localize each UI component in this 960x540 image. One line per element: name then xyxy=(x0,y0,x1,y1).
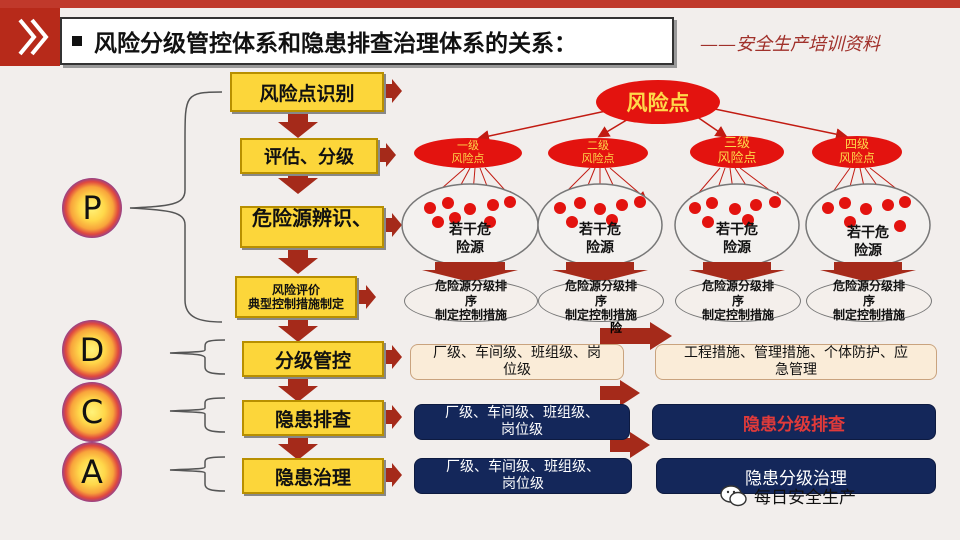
step-hazard-treatment: 隐患治理 xyxy=(242,458,384,494)
hazard-bursts xyxy=(424,196,911,232)
hazard-label-2: 若干危 险源 xyxy=(579,222,621,256)
title-box: 风险分级管控体系和隐患排查治理体系的关系： xyxy=(60,17,674,65)
wechat-icon xyxy=(720,484,747,506)
a-bracket xyxy=(169,456,226,492)
control-line-1: 危险源分级排 xyxy=(564,279,637,294)
pdca-c-circle: C xyxy=(62,382,122,442)
c-right-inspection: 隐患分级排查 xyxy=(652,404,936,440)
step-arrows xyxy=(278,110,318,460)
a-right-treatment: 隐患分级治理 xyxy=(656,458,936,494)
title-bullet xyxy=(72,36,82,46)
c-bracket xyxy=(169,397,226,433)
control-ellipse-3: 危险源分级排 序 制定控制措施 xyxy=(675,279,801,323)
step-risk-identification: 风险点识别 xyxy=(230,72,384,112)
step-hazard-inspection: 隐患排查 xyxy=(242,400,384,436)
page-title: 风险分级管控体系和隐患排查治理体系的关系： xyxy=(94,31,577,57)
p-bracket xyxy=(129,91,223,323)
right-arrows xyxy=(356,79,402,487)
c-left-levels: 厂级、车间级、班组级、 岗位级 xyxy=(414,404,630,440)
corner-decoration xyxy=(0,8,60,66)
risk-level-4: 四级 风险点 xyxy=(812,136,902,168)
control-line-2: 序 xyxy=(594,293,607,308)
step-risk-evaluation: 风险评价 典型控制措施制定 xyxy=(235,276,357,318)
hazard-down-arrows xyxy=(422,262,916,282)
risk-point-node: 风险点 xyxy=(596,80,720,124)
a-left-levels: 厂级、车间级、班组级、 岗位级 xyxy=(414,458,632,494)
control-line-2: 序 xyxy=(464,293,477,308)
d-left-levels: 厂级、车间级、班组级、岗 位级 xyxy=(410,344,624,380)
control-line-1: 危险源分级排 xyxy=(832,279,905,294)
d-bracket xyxy=(169,339,226,375)
control-line-3: 制定控制措施 xyxy=(564,308,637,323)
hazard-ellipses xyxy=(401,183,931,267)
watermark-text: 每日安全生产 xyxy=(754,488,856,508)
control-line-1: 危险源分级排 xyxy=(434,279,507,294)
risk-lines xyxy=(477,107,848,142)
pdca-a-circle: A xyxy=(62,442,122,502)
control-line-2: 序 xyxy=(862,293,875,308)
hazard-label-3: 若干危 险源 xyxy=(716,222,758,256)
control-ellipse-1: 危险源分级排 序 制定控制措施 xyxy=(404,279,538,323)
control-ellipse-2: 危险源分级排 序 制定控制措施 xyxy=(538,279,664,323)
watermark: 每日安全生产 xyxy=(720,483,856,508)
risk-level-1: 一级 风险点 xyxy=(414,138,522,168)
pdca-d-circle: D xyxy=(62,320,122,380)
control-ellipse-4: 危险源分级排 序 制定控制措施 xyxy=(806,279,932,323)
top-accent-bar xyxy=(0,0,960,8)
control-fragment: 险 xyxy=(610,321,623,335)
chevron-icon xyxy=(18,18,49,56)
control-line-3: 制定控制措施 xyxy=(701,308,774,323)
d-right-measures: 工程措施、管理措施、个体防护、应 急管理 xyxy=(655,344,937,380)
risk-level-2: 二级 风险点 xyxy=(548,138,648,168)
control-line-1: 危险源分级排 xyxy=(701,279,774,294)
step-assessment: 评估、分级 xyxy=(240,138,378,174)
hazard-label-4: 若干危 险源 xyxy=(847,225,889,259)
page-subtitle: ——安全生产培训资料 xyxy=(700,34,880,55)
control-line-3: 制定控制措施 xyxy=(434,308,507,323)
control-line-2: 序 xyxy=(731,293,744,308)
step-hazard-identification: 危险源辨识、 xyxy=(240,206,384,248)
control-line-3: 制定控制措施 xyxy=(832,308,905,323)
step-graded-control: 分级管控 xyxy=(242,341,384,377)
hazard-label-1: 若干危 险源 xyxy=(449,222,491,256)
risk-level-3: 三级 风险点 xyxy=(690,136,784,168)
pdca-p-circle: P xyxy=(62,178,122,238)
